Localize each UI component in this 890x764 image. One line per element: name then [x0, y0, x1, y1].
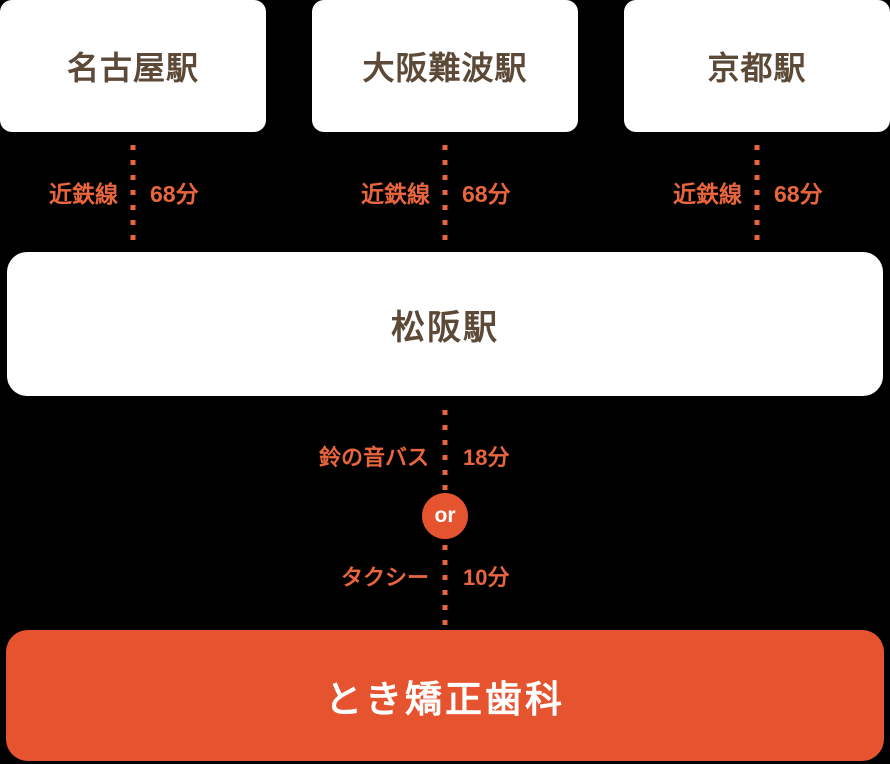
- destination-box-clinic: とき矯正歯科: [6, 630, 884, 761]
- taxi-duration-label: 10分: [463, 565, 510, 590]
- bus-taxi-connector: 鈴の音バス 18分 or タクシー 10分: [0, 396, 890, 630]
- hub-station-name: 松阪駅: [391, 309, 499, 347]
- station-name-kyoto: 京都駅: [707, 50, 807, 86]
- station-box-osaka-namba: 大阪難波駅: [312, 0, 578, 132]
- train-connectors-row: 近鉄線 68分 近鉄線 68分 近鉄線 68分: [0, 132, 890, 252]
- dotted-connector-line: [130, 145, 136, 249]
- train-connector-osaka-namba: 近鉄線 68分: [312, 132, 578, 252]
- train-line-label: 近鉄線: [361, 181, 430, 207]
- train-connector-kyoto: 近鉄線 68分: [624, 132, 890, 252]
- dotted-connector-line: [442, 145, 448, 249]
- station-name-osaka-namba: 大阪難波駅: [362, 50, 528, 86]
- taxi-mode-label: タクシー: [340, 565, 429, 590]
- train-duration-label: 68分: [462, 181, 511, 207]
- destination-name: とき矯正歯科: [325, 679, 565, 721]
- station-name-nagoya: 名古屋駅: [66, 50, 199, 86]
- bus-mode-label: 鈴の音バス: [318, 445, 429, 470]
- or-badge-label: or: [434, 504, 456, 527]
- train-connector-nagoya: 近鉄線 68分: [0, 132, 266, 252]
- bus-duration-label: 18分: [463, 445, 510, 470]
- train-line-label: 近鉄線: [673, 181, 742, 207]
- train-duration-label: 68分: [774, 181, 823, 207]
- dotted-connector-line: [754, 145, 760, 249]
- origin-stations-row: 名古屋駅 大阪難波駅 京都駅: [0, 0, 890, 132]
- train-duration-label: 68分: [150, 181, 199, 207]
- station-box-nagoya: 名古屋駅: [0, 0, 266, 132]
- station-box-kyoto: 京都駅: [624, 0, 890, 132]
- train-line-label: 近鉄線: [49, 181, 118, 207]
- or-badge: or: [422, 493, 468, 539]
- hub-station-box-matsusaka: 松阪駅: [7, 252, 883, 396]
